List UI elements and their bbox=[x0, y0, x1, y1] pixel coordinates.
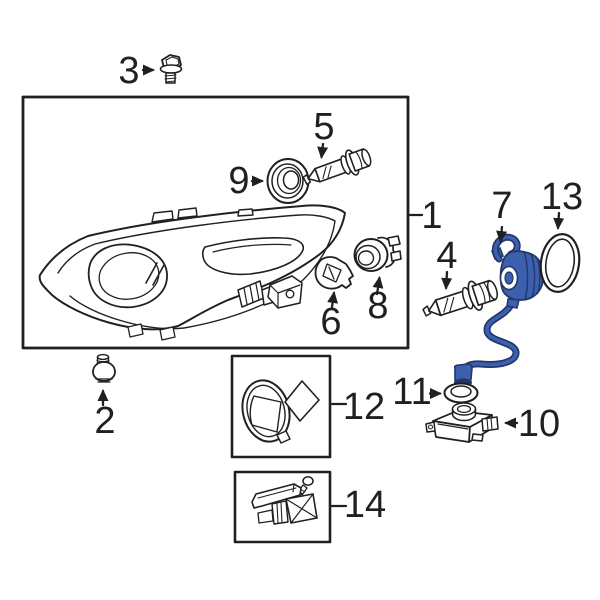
callout-10[interactable]: 10 bbox=[504, 403, 560, 445]
retainer-grommet-drawing bbox=[266, 158, 310, 204]
grommet-seal-drawing bbox=[443, 382, 479, 404]
callout-1[interactable]: 1 bbox=[406, 195, 443, 237]
part-number-14[interactable]: 14 bbox=[344, 484, 386, 526]
headlight-assembly-drawing bbox=[38, 204, 346, 341]
part-number-13[interactable]: 13 bbox=[541, 176, 583, 218]
retaining-screw-drawing bbox=[92, 353, 116, 383]
cover-cap-drawing bbox=[241, 379, 320, 444]
part-number-12[interactable]: 12 bbox=[343, 386, 385, 428]
callout-11[interactable]: 11 bbox=[392, 371, 442, 413]
part-number-7[interactable]: 7 bbox=[491, 185, 512, 227]
highlighted-bulb-socket-drawing bbox=[453, 233, 545, 387]
callout-9[interactable]: 9 bbox=[228, 160, 264, 202]
igniter-unit-drawing bbox=[425, 402, 499, 443]
callout-3[interactable]: 3 bbox=[118, 50, 155, 92]
callout-12[interactable]: 12 bbox=[330, 386, 385, 428]
callout-8[interactable]: 8 bbox=[367, 276, 389, 327]
cover-box-frame bbox=[230, 354, 332, 459]
right-reflector-outline bbox=[201, 237, 305, 276]
high-beam-bulb-drawing bbox=[302, 148, 372, 186]
part-number-6[interactable]: 6 bbox=[320, 301, 341, 343]
callout-4[interactable]: 4 bbox=[436, 235, 458, 290]
part-number-8[interactable]: 8 bbox=[367, 285, 388, 327]
part-number-3[interactable]: 3 bbox=[118, 50, 139, 92]
lens-slash-marks bbox=[145, 262, 165, 286]
left-reflector-outline bbox=[87, 243, 168, 309]
part-number-2[interactable]: 2 bbox=[94, 400, 115, 442]
signal-bulb-drawing bbox=[314, 256, 354, 290]
callout-2[interactable]: 2 bbox=[94, 389, 116, 442]
part-number-9[interactable]: 9 bbox=[228, 160, 249, 202]
bulb-socket-drawing bbox=[353, 235, 402, 272]
assembly-box-frame bbox=[21, 95, 410, 350]
part-number-11[interactable]: 11 bbox=[392, 371, 431, 413]
halogen-bulb-drawing bbox=[422, 279, 498, 317]
part-number-1[interactable]: 1 bbox=[421, 195, 442, 237]
part-number-5[interactable]: 5 bbox=[313, 106, 334, 148]
mounting-bolt-drawing bbox=[159, 54, 183, 84]
o-ring-drawing bbox=[539, 233, 581, 293]
cover-gasket bbox=[284, 380, 320, 422]
part-number-10[interactable]: 10 bbox=[518, 403, 560, 445]
part-number-4[interactable]: 4 bbox=[436, 235, 457, 277]
bracket-drawing bbox=[251, 476, 318, 525]
callout-5[interactable]: 5 bbox=[313, 106, 335, 159]
callout-14[interactable]: 14 bbox=[330, 484, 386, 526]
bracket-box-frame bbox=[233, 470, 332, 544]
callout-6[interactable]: 6 bbox=[320, 291, 342, 343]
callout-13[interactable]: 13 bbox=[541, 176, 583, 230]
callout-7[interactable]: 7 bbox=[491, 185, 513, 243]
